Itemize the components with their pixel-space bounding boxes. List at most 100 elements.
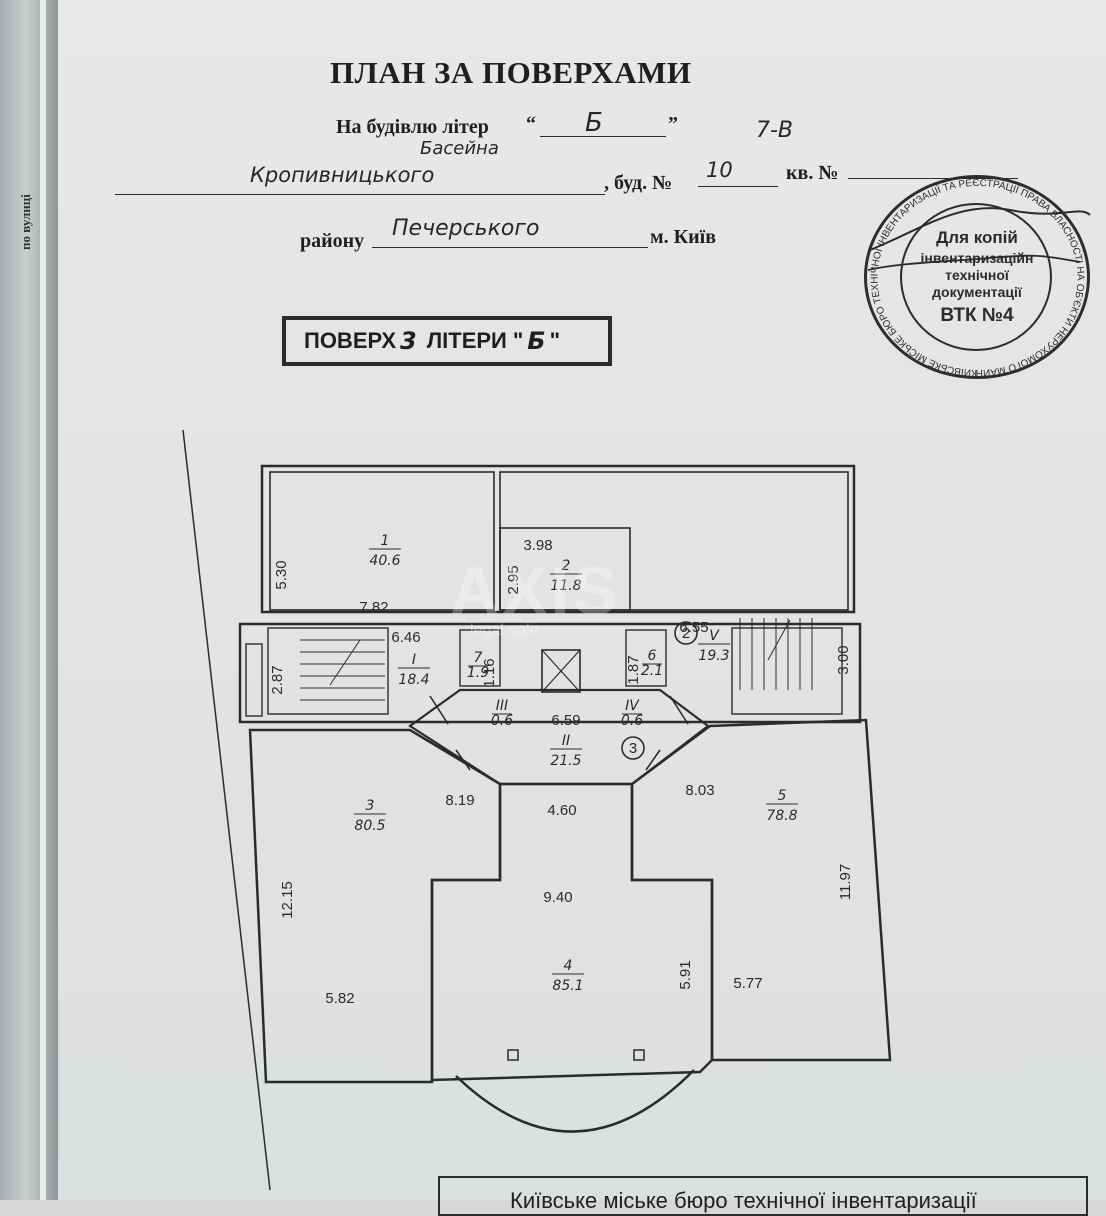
elevator-box [541, 649, 581, 693]
room-2-wall [499, 527, 631, 611]
floor-middle: ЛІТЕРИ [426, 328, 507, 353]
room-5-number: 5 [778, 788, 787, 804]
room-6-area: 2.1 [641, 663, 663, 679]
room-II-area: 21.5 [550, 753, 581, 769]
binder-spine: по вулиці [0, 0, 58, 1200]
room-6-number: 6 [648, 648, 657, 664]
page-title: ПЛАН ЗА ПОВЕРХАМИ [330, 55, 692, 90]
room-1-wall [269, 471, 495, 611]
dimension-label: 3.98 [523, 537, 552, 554]
marker-label: 3 [629, 740, 637, 757]
stamp-line-3: технічної [945, 267, 1009, 283]
floor-letter: Б [527, 327, 546, 355]
room-2-number: 2 [562, 558, 571, 574]
city-label: м. Київ [650, 226, 717, 248]
room-7-wall [459, 629, 501, 687]
left-bay [245, 643, 263, 717]
marker-circle [674, 621, 698, 645]
building-letter: Б [585, 108, 603, 138]
floor-prefix: ПОВЕРХ [304, 328, 396, 353]
room-3-number: 3 [366, 798, 375, 814]
dimension-label: 5.91 [677, 960, 694, 989]
stamp-line-2: інвентаризаційн [920, 250, 1034, 266]
room-III-number: III [496, 698, 508, 714]
street-suffix: , буд. № [604, 172, 673, 194]
stamp-inner-ring [900, 203, 1052, 351]
room-4-number: 4 [564, 958, 573, 974]
floor-quote-close: " [549, 328, 561, 353]
room-4-area: 85.1 [552, 978, 583, 994]
building-no-line [698, 186, 778, 187]
dimension-label: 6.55 [679, 619, 708, 636]
top-block-wall [260, 464, 856, 614]
dimension-label: 5.82 [325, 990, 354, 1007]
column-left [507, 1049, 519, 1061]
stamp-line-4: документації [932, 284, 1022, 300]
open-quote: “ [526, 113, 536, 135]
middle-band-wall [238, 622, 862, 724]
room-IV-number: IV [625, 698, 640, 714]
building-no: 10 [706, 158, 733, 182]
floor-box: ПОВЕРХ 3 ЛІТЕРИ " Б " [282, 316, 612, 366]
room-7-area: 1.9 [467, 665, 489, 681]
dimension-label: 8.03 [685, 782, 714, 799]
room-I-number: I [412, 652, 416, 668]
apartment-label: кв. № [786, 162, 839, 184]
site-boundary-line [182, 429, 271, 1191]
stamp-outer-ring [864, 175, 1090, 379]
dimension-label: 3.00 [835, 645, 852, 674]
dimension-label: 8.19 [445, 792, 474, 809]
street-handwritten-top: Басейна [420, 138, 499, 159]
dimension-label: 6.59 [551, 712, 580, 729]
dimension-label: 1.16 [481, 658, 498, 687]
building-label: На будівлю літер [336, 116, 489, 138]
district-label: району [300, 230, 365, 252]
elevator-cross-2 [541, 649, 581, 693]
room-I-area: 18.4 [398, 672, 429, 688]
stair-left-treads [300, 639, 385, 701]
marker-circle [621, 736, 645, 760]
room-II-number: II [562, 733, 570, 749]
room-1-area: 40.6 [369, 553, 400, 569]
room-5-area: 78.8 [766, 808, 797, 824]
street-line [115, 194, 605, 195]
room-V-number: V [709, 628, 720, 644]
floor-quote-open: " [512, 328, 524, 353]
dimension-label: 12.15 [279, 881, 296, 919]
bay-window-arc [455, 1069, 695, 1133]
district-line [372, 247, 648, 248]
dimension-label: 2.95 [505, 565, 522, 594]
close-quote: ” [668, 113, 678, 135]
room-III-area: 0.6 [491, 713, 513, 729]
room-6-wall [625, 629, 667, 687]
dimension-label: 4.60 [547, 802, 576, 819]
page-edge [40, 0, 46, 1200]
door-marks [429, 695, 689, 771]
room-IV-area: 0.6 [621, 713, 643, 729]
room-2-area: 11.8 [550, 578, 581, 594]
building-letter-line [540, 136, 666, 137]
room-3-area: 80.5 [354, 818, 385, 834]
watermark-sub: legal·sale [470, 622, 539, 639]
dimension-label: 2.87 [269, 665, 286, 694]
bottom-footer-text: Київське міське бюро технічної інвентари… [510, 1188, 977, 1213]
apartment-line [848, 178, 1018, 179]
bottom-footer-box: Київське міське бюро технічної інвентари… [438, 1176, 1088, 1216]
dimension-label: 7.82 [359, 599, 388, 616]
stair-right-wall [731, 627, 843, 715]
dimension-label: 5.30 [273, 560, 290, 589]
dimension-label: 5.77 [733, 975, 762, 992]
floor-number: 3 [400, 327, 417, 355]
dimension-label: 1.87 [625, 655, 642, 684]
room-4-wall [430, 782, 714, 1082]
marker-label: 2 [682, 625, 690, 642]
stamp-line-1: Для копій [936, 228, 1018, 247]
street-name: Кропивницького [250, 163, 435, 187]
stair-left-wall [267, 627, 389, 715]
room-1-number: 1 [381, 533, 390, 549]
building-no-extra: 7-В [756, 118, 794, 143]
hall-outline [408, 688, 710, 786]
watermark: AXIS [450, 553, 621, 629]
dimension-label: 9.40 [543, 889, 572, 906]
